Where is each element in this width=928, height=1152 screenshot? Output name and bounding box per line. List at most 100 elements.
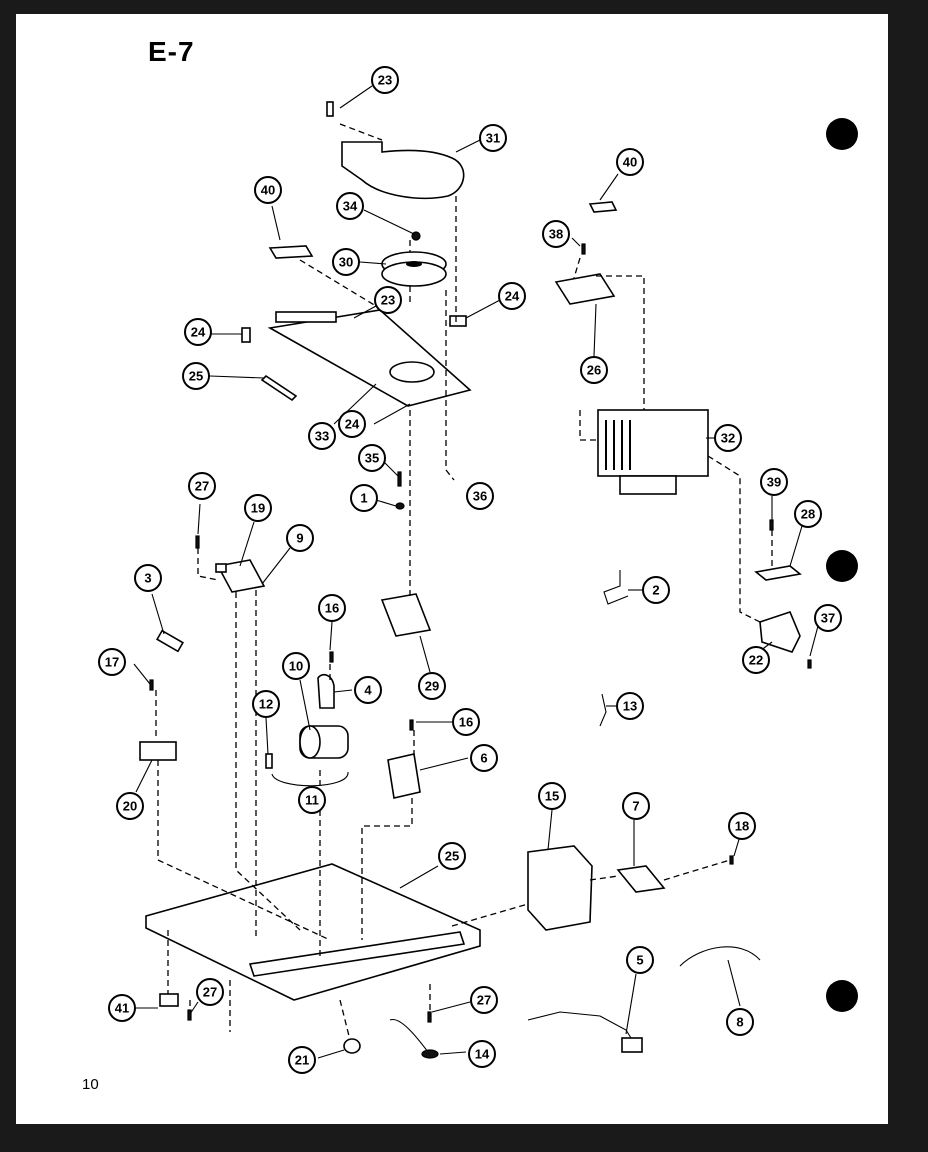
part-washer-1: [395, 502, 405, 510]
assembly-lines: [155, 123, 773, 1041]
callout-number: 25: [189, 369, 203, 384]
callout-circle: [371, 66, 399, 94]
callout-number: 24: [345, 417, 360, 432]
callout-circle: [616, 148, 644, 176]
callout-number: 14: [475, 1047, 490, 1062]
callout-number: 13: [623, 699, 637, 714]
callout-circle: [538, 782, 566, 810]
callout-number: 18: [735, 819, 749, 834]
callout-number: 16: [325, 601, 339, 616]
callout-circle: [338, 410, 366, 438]
callout-number: 40: [623, 155, 637, 170]
callout-circle: [470, 744, 498, 772]
part-power-cord-5: [527, 1011, 637, 1047]
part-screw-16-a: [329, 651, 334, 663]
callout-number: 26: [587, 363, 601, 378]
part-fuse-3: [156, 629, 184, 653]
page-title: E-7: [148, 36, 195, 67]
callout-41: 41: [108, 994, 136, 1022]
callout-circle: [794, 500, 822, 528]
callout-number: 34: [343, 199, 358, 214]
part-screw-16-b: [409, 719, 414, 731]
callout-20: 20: [116, 792, 144, 820]
callout-15: 15: [538, 782, 566, 810]
callout-number: 24: [505, 289, 520, 304]
callout-circle: [626, 946, 654, 974]
callout-number: 2: [652, 583, 659, 598]
callout-23: 23: [371, 66, 399, 94]
callout-number: 9: [296, 531, 303, 546]
part-bracket-4: [317, 673, 335, 709]
callout-number: 16: [459, 715, 473, 730]
callout-37: 37: [814, 604, 842, 632]
callout-24: 24: [498, 282, 526, 310]
callout-circle: [726, 1008, 754, 1036]
part-magnetron-base: [619, 475, 677, 495]
callout-circle: [350, 484, 378, 512]
callout-leaders: [133, 85, 819, 1059]
callout-32: 32: [714, 424, 742, 452]
part-bracket-28: [754, 565, 802, 581]
part-screw-27-top: [195, 535, 200, 549]
part-motor-hole: [389, 361, 435, 383]
part-fan-hub: [406, 261, 422, 267]
callout-number: 19: [251, 501, 265, 516]
part-label-40-right: [588, 201, 618, 213]
callout-circle: [318, 594, 346, 622]
callout-39: 39: [760, 468, 788, 496]
callout-36: 36: [466, 482, 494, 510]
callout-19: 19: [244, 494, 272, 522]
callout-number: 21: [295, 1053, 309, 1068]
callout-number: 33: [315, 429, 329, 444]
part-switch-bracket-9: [216, 559, 266, 593]
callout-circle: [468, 1040, 496, 1068]
callout-number: 11: [305, 793, 319, 808]
part-base-pan-rail: [248, 931, 466, 977]
part-pin-23-top: [326, 101, 334, 117]
callout-circle: [479, 124, 507, 152]
part-spring-12: [265, 753, 273, 769]
part-plate-bracket: [275, 311, 337, 323]
callout-circle: [580, 356, 608, 384]
callout-number: 7: [632, 799, 639, 814]
callout-number: 4: [364, 683, 372, 698]
part-screw-37: [807, 659, 812, 669]
callout-circle: [814, 604, 842, 632]
part-switch-19: [215, 563, 227, 573]
callout-circle: [98, 648, 126, 676]
callout-4: 4: [354, 676, 382, 704]
callout-1: 1: [350, 484, 378, 512]
callout-26: 26: [580, 356, 608, 384]
callout-circle: [336, 192, 364, 220]
callout-circle: [418, 672, 446, 700]
part-fan-duct-31: [341, 141, 465, 200]
part-box-22: [759, 611, 801, 653]
callout-35: 35: [358, 444, 386, 472]
callout-14: 14: [468, 1040, 496, 1068]
callout-38: 38: [542, 220, 570, 248]
part-screw-27-right: [427, 1011, 432, 1023]
callout-circle: [116, 792, 144, 820]
callout-circle: [354, 676, 382, 704]
callout-27: 27: [470, 986, 498, 1014]
callout-number: 15: [545, 789, 559, 804]
callout-number: 22: [749, 653, 763, 668]
callout-number: 39: [767, 475, 781, 490]
callout-circle: [542, 220, 570, 248]
callout-number: 29: [425, 679, 439, 694]
page-number: 10: [82, 1076, 99, 1093]
callout-22: 22: [742, 646, 770, 674]
callout-11: 11: [298, 786, 326, 814]
callout-circle: [182, 362, 210, 390]
callout-circle: [438, 842, 466, 870]
callout-circle: [188, 472, 216, 500]
callout-circle: [742, 646, 770, 674]
callout-circle: [760, 468, 788, 496]
part-clip-24-left: [241, 327, 251, 343]
callout-circle: [498, 282, 526, 310]
callout-18: 18: [728, 812, 756, 840]
part-motor-end: [299, 725, 321, 759]
callout-9: 9: [286, 524, 314, 552]
callout-number: 12: [259, 697, 273, 712]
